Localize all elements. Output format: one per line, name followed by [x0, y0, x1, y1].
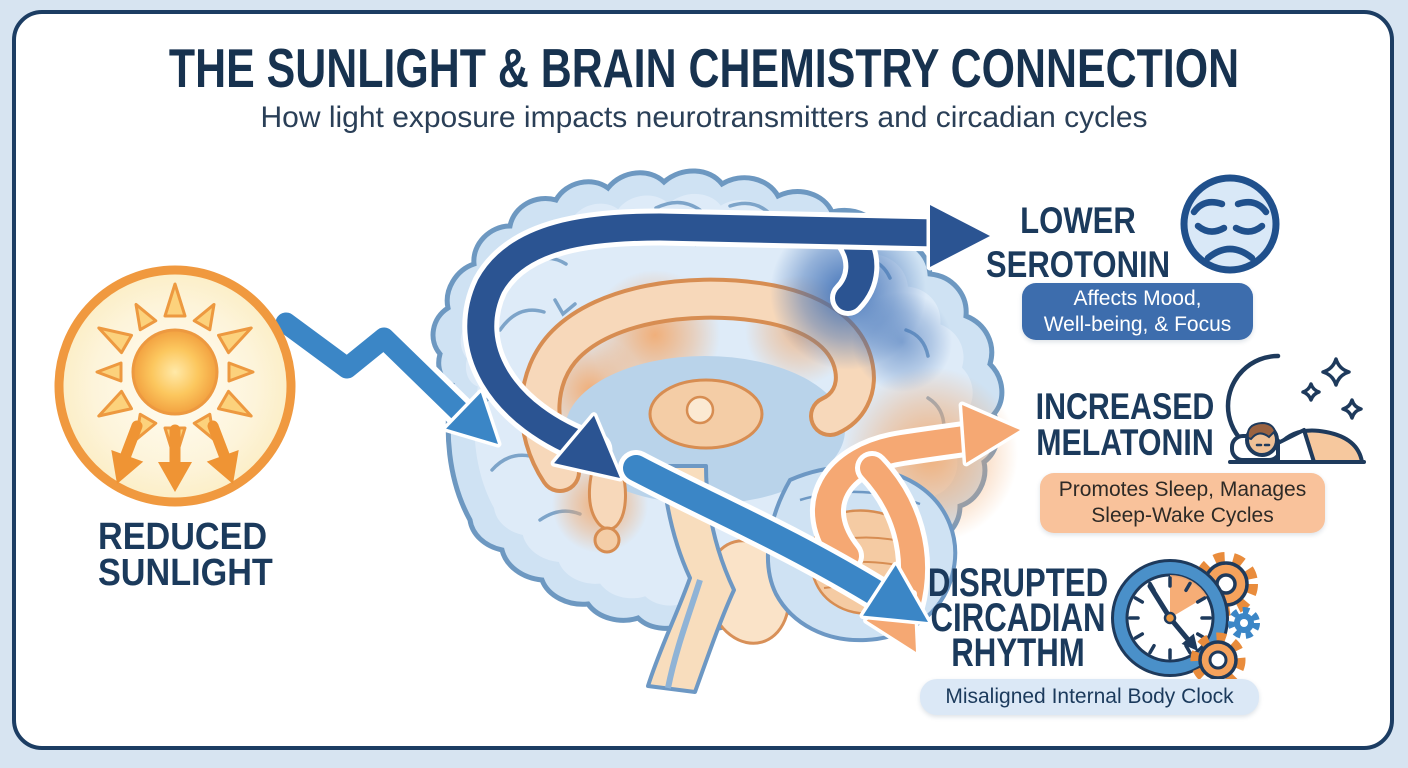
serotonin-line1: LOWER: [1020, 200, 1136, 241]
sun-down-arrows: [111, 420, 239, 492]
circadian-line1: DISRUPTED: [927, 561, 1109, 605]
circadian-badge-line1: Misaligned Internal Body Clock: [945, 685, 1234, 708]
page-title: THE SUNLIGHT & BRAIN CHEMISTRY CONNECTIO…: [168, 37, 1240, 99]
gear-bottom: [1190, 632, 1246, 688]
disrupted-circadian-heading: DISRUPTED CIRCADIAN RHYTHM: [924, 561, 1111, 675]
serotonin-line2: SEROTONIN: [985, 244, 1171, 285]
reduced-sunlight-label: REDUCED SUNLIGHT: [98, 516, 332, 594]
serotonin-badge: Affects Mood, Well-being, & Focus: [1022, 283, 1253, 340]
page-subtitle: How light exposure impacts neurotransmit…: [260, 101, 1148, 134]
melatonin-line2: MELATONIN: [1036, 422, 1214, 463]
sleeping-person: [1228, 421, 1366, 464]
melatonin-badge-line1: Promotes Sleep, Manages: [1058, 478, 1307, 501]
melatonin-badge-line2: Sleep-Wake Cycles: [1091, 504, 1274, 527]
reduced-sunlight-line1: REDUCED: [98, 516, 268, 558]
sad-face-icon: [1180, 174, 1280, 274]
lower-serotonin-heading: LOWER SEROTONIN: [977, 199, 1179, 287]
melatonin-arrow: [810, 401, 1024, 574]
serotonin-badge-line1: Affects Mood,: [1073, 286, 1202, 310]
gear-small-blue: [1228, 607, 1260, 639]
melatonin-badge: Promotes Sleep, Manages Sleep-Wake Cycle…: [1040, 473, 1325, 533]
circadian-line3: RHYTHM: [951, 631, 1085, 675]
clock: [1111, 559, 1229, 677]
clock-gears-icon: [1111, 552, 1260, 688]
serotonin-arrow: [462, 201, 994, 482]
stars: [1301, 357, 1363, 420]
circadian-badge: Misaligned Internal Body Clock: [920, 679, 1259, 715]
reduced-sunlight-zigzag-arrow: [270, 307, 502, 448]
sun-icon: [54, 265, 296, 507]
reduced-sunlight-line2: SUNLIGHT: [98, 552, 273, 594]
sleep-moon-stars-icon: [1225, 353, 1366, 464]
circadian-blue-arrow: [618, 450, 932, 626]
increased-melatonin-heading: INCREASED MELATONIN: [1027, 386, 1224, 463]
circadian-line2: CIRCADIAN: [930, 596, 1106, 640]
serotonin-badge-line2: Well-being, & Focus: [1043, 312, 1232, 336]
melatonin-line1: INCREASED: [1035, 386, 1215, 427]
